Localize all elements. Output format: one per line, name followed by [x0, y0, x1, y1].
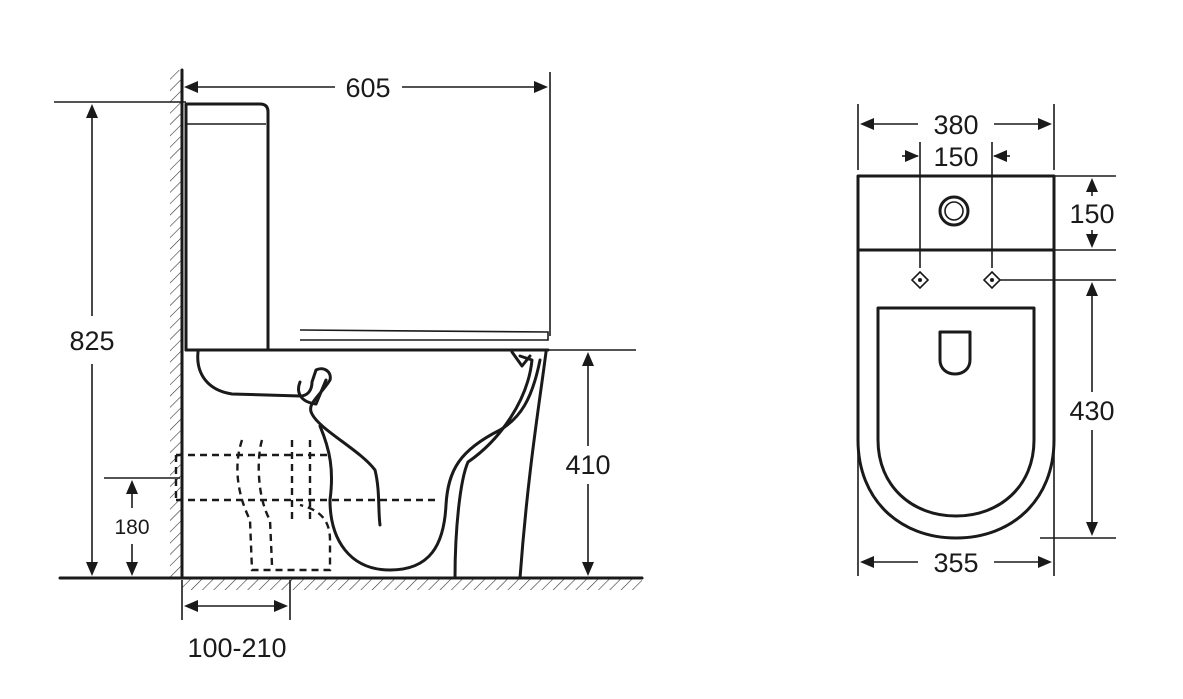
dim-tank-depth: 150 [1054, 175, 1116, 251]
dim-bowl-length-label: 430 [1069, 396, 1114, 426]
dim-rough-in: 100-210 [181, 580, 291, 663]
drain-opening [938, 330, 972, 376]
dim-rough-in-label: 100-210 [187, 633, 286, 663]
flush-button-outer [938, 195, 970, 227]
top-view: 380 150 150 [856, 104, 1116, 578]
bowl-outer [518, 350, 548, 580]
cistern-tank [184, 102, 270, 352]
dim-seat-height-label: 410 [565, 450, 610, 480]
flush-button-inner [944, 201, 964, 221]
trapway-inner [297, 378, 328, 406]
bowl-rim-hook [510, 350, 532, 368]
dim-bowl-width: 355 [857, 440, 1055, 578]
trapway [318, 358, 542, 572]
dim-height-label: 825 [69, 326, 114, 356]
bolt-hole-right-icon [982, 270, 1002, 290]
bowl-outline [856, 248, 1056, 540]
dim-tank-width: 380 [857, 104, 1055, 170]
dim-bowl-width-label: 355 [933, 548, 978, 578]
bolt-hole-left-icon [910, 270, 930, 290]
dim-depth-label: 605 [345, 73, 390, 103]
tank-top [856, 174, 1056, 252]
dim-hole-spacing-label: 150 [933, 142, 978, 172]
dim-outlet-height-label: 180 [114, 516, 149, 539]
dim-depth: 605 [181, 70, 551, 336]
dim-height: 825 [54, 101, 186, 576]
bowl-inner [196, 350, 382, 527]
dim-bowl-length: 430 [1000, 279, 1116, 539]
floor-flange-dashed [236, 439, 332, 572]
side-view: 605 825 410 180 [54, 68, 644, 663]
outlet-connector-dashed [174, 440, 440, 520]
spigot-dashed [257, 439, 274, 566]
seat-outline [876, 306, 1036, 518]
floor-hatch [182, 578, 642, 590]
dim-outlet-height: 180 [104, 477, 180, 576]
dim-hole-spacing: 150 [902, 142, 1010, 268]
wall-hatch [170, 70, 182, 578]
dim-tank-width-label: 380 [933, 110, 978, 140]
dim-seat-height: 410 [565, 352, 611, 576]
bowl-foot [453, 354, 534, 580]
dim-tank-depth-label: 150 [1069, 199, 1114, 229]
seat-lid [299, 329, 549, 341]
